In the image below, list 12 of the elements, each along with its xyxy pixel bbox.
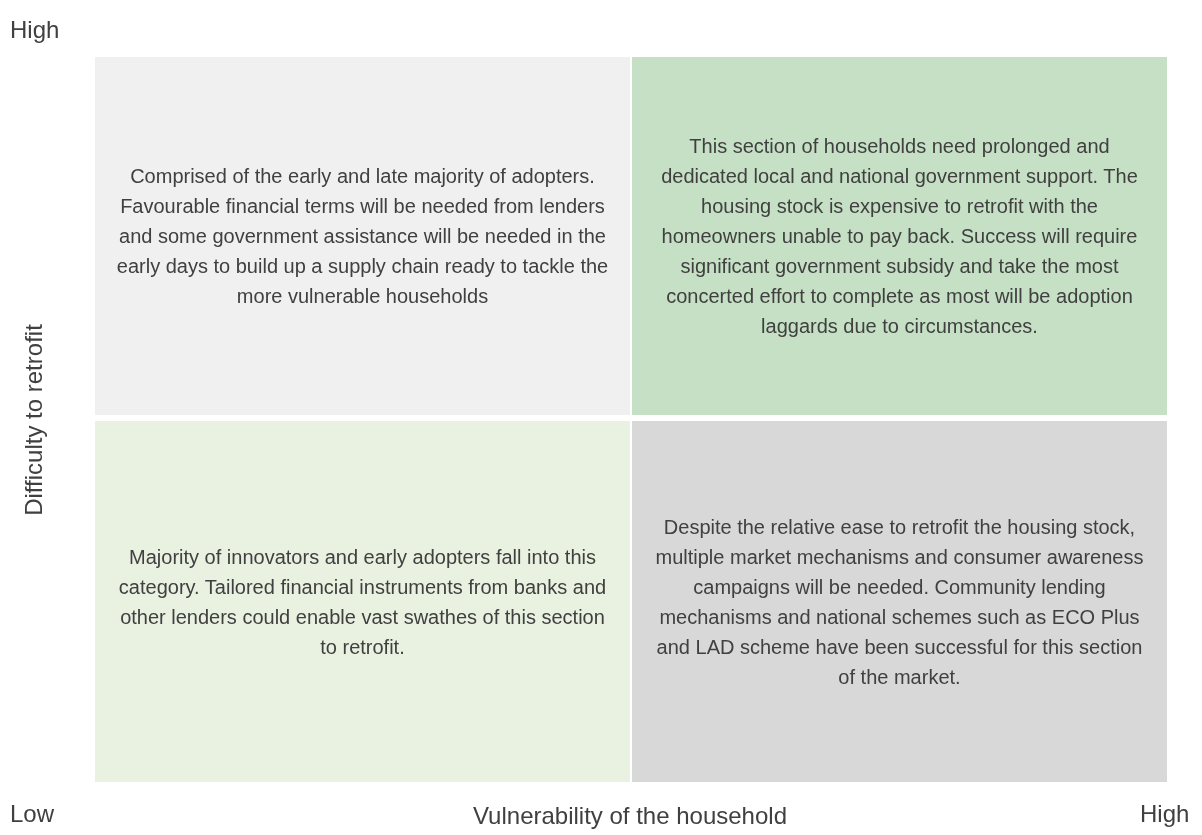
axis-high-label: High	[1140, 800, 1190, 828]
axis-title: Vulnerability of the household	[473, 802, 787, 830]
quadrant-description: This section of households need prolonged and dedicated local and national government support. The housing stock is expensive to retrofit with the homeowners unable to pay back. Success will require significant government subsidy and take the most concerted effort to complete as most will be adoption laggards due to circumstances.	[660, 134, 1139, 339]
quadrant-description: Majority of innovators and early adopters fall into this category. Tailored financial instruments from banks and other lenders could enable vast swathes of this section to retrofit.	[117, 544, 608, 660]
quadrant-panel	[632, 57, 1167, 415]
quadrant-description: Despite the relative ease to retrofit the housing stock, multiple market mechanisms and consumer awareness campaigns will be needed. Community lending mechanisms and national schemes such as ECO Plus and LAD scheme have been successful for this section of the market.	[654, 514, 1145, 690]
axis-high-label: High	[10, 16, 60, 44]
axis-title: Difficulty to retrofit	[19, 324, 48, 516]
quadrant-panel	[95, 421, 630, 782]
quadrant-panel	[632, 421, 1167, 782]
axis-low-label: Low	[10, 800, 55, 828]
quadrant-description: Comprised of the early and late majority of adopters. Favourable financial terms will be needed from lenders and some government assistance will be needed in the early days to build up a supply chain ready to tackle the more vulnerable households	[115, 164, 610, 309]
